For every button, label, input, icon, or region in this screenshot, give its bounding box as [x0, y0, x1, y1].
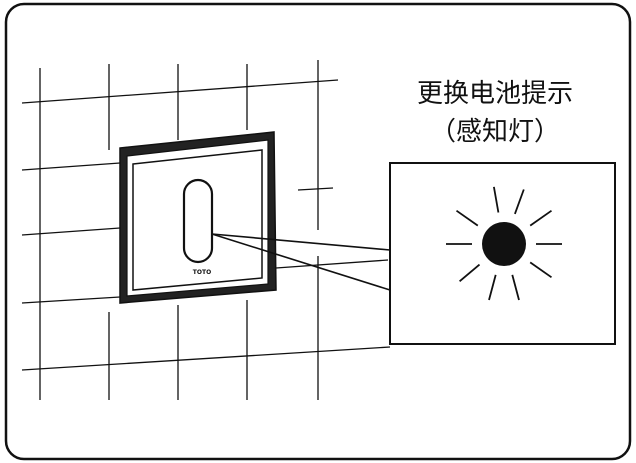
callout-line-bottom: [211, 233, 391, 291]
light-ray: [488, 274, 497, 301]
sensor-window-icon: [182, 178, 214, 264]
caption-line-1: 更换电池提示: [416, 79, 573, 109]
tile-line-h1: [21, 79, 339, 104]
light-ray: [455, 209, 479, 227]
tile-line-h3: [21, 227, 121, 236]
tile-line-h5: [21, 346, 391, 371]
light-ray: [514, 189, 525, 215]
light-ray: [459, 263, 481, 282]
flashing-light-icon: [446, 186, 562, 301]
caption-line-2: （感知灯）: [429, 117, 560, 147]
tile-line-h2: [21, 162, 121, 171]
urinal-sensor-plate: TOTO: [119, 131, 277, 304]
tile-line-h4b: [275, 259, 389, 269]
tile-line-h4: [21, 296, 121, 304]
figure-border: [4, 2, 632, 461]
light-ray: [529, 261, 553, 279]
callout-connector: [211, 233, 391, 291]
light-ray: [493, 186, 500, 213]
wall-tile-grid: [21, 60, 391, 400]
light-rays: [446, 186, 562, 301]
light-ray: [511, 274, 520, 301]
callout-line-top: [211, 233, 391, 251]
light-ray: [529, 209, 553, 227]
tile-line-h2b: [297, 187, 334, 191]
brand-logo: TOTO: [193, 269, 211, 276]
indicator-light: [482, 222, 526, 266]
